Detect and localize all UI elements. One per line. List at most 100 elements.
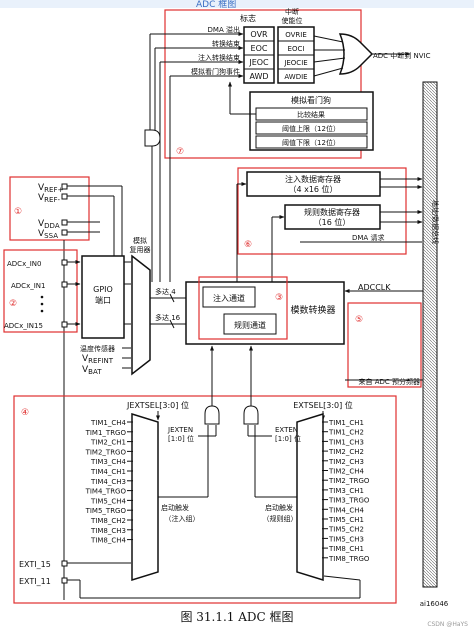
section-3-outline xyxy=(198,276,288,340)
exten-line1: EXTEN xyxy=(275,426,298,434)
injected-source-tim8-ch2: TIM8_CH2 xyxy=(90,517,126,525)
mux-line1: 模拟 xyxy=(133,236,147,245)
injected-source-tim1-ch4: TIM1_CH4 xyxy=(90,419,126,427)
adcclk-label: ADCCLK xyxy=(358,283,391,292)
regular-regs-line1: 规则数据寄存器 xyxy=(304,207,360,217)
extsel-label: EXTSEL[3:0] 位 xyxy=(293,400,353,410)
adc-interrupt-output: ADC 中断到 NVIC xyxy=(373,51,431,60)
regular-source-tim1-ch3: TIM1_CH3 xyxy=(328,438,364,446)
converter-title: 模数转换器 xyxy=(290,304,335,316)
input-in15: ADCx_IN15 xyxy=(4,322,43,330)
section-6-number: ⑥ xyxy=(244,240,252,250)
start-reg-line2: （规则组） xyxy=(263,514,298,523)
up-to-16: 多达 16 xyxy=(155,313,181,322)
up-to-4: 多达 4 xyxy=(155,287,176,296)
injected-source-tim8-ch3: TIM8_CH3 xyxy=(90,527,126,535)
watchdog-title: 模拟看门狗 xyxy=(291,95,331,105)
injected-channel-box xyxy=(202,286,256,308)
regular-source-tim2-ch2: TIM2_CH2 xyxy=(328,448,364,456)
flag-input-lines xyxy=(150,32,244,78)
input-lines xyxy=(67,260,81,326)
watchdog-high: 阈值上限（12位） xyxy=(282,124,340,133)
section-4-number: ④ xyxy=(21,408,29,418)
or-gate xyxy=(338,33,374,75)
section-7-number: ⑦ xyxy=(176,147,184,157)
jexten-line1: JEXTEN xyxy=(167,426,193,434)
section-6-outline xyxy=(237,167,407,255)
regular-data-register xyxy=(284,204,381,230)
regular-source-tim5-ch3: TIM5_CH3 xyxy=(328,535,364,543)
bus-label: 地址/数据总线 xyxy=(431,200,440,244)
internal-channel-lines xyxy=(122,347,131,369)
flag-input-eoc: 转换结束 xyxy=(212,39,240,48)
converter-up-lines xyxy=(149,34,171,282)
figure-id: ai16046 xyxy=(420,600,449,608)
regular-source-tim3-ch1: TIM3_CH1 xyxy=(328,487,364,495)
and-gate-regular xyxy=(243,405,259,425)
regular-regs-line2: （16 位） xyxy=(314,217,351,227)
flag-awd: AWD xyxy=(249,72,268,81)
and-gate-left xyxy=(144,129,161,147)
regular-source-tim2-ch4: TIM2_CH4 xyxy=(328,468,364,476)
figure-caption: 图 31.1.1 ADC 框图 xyxy=(180,610,294,624)
injected-regs-line1: 注入数据寄存器 xyxy=(285,174,341,184)
section-5-outline xyxy=(347,302,422,388)
ie-ovrie: OVRIE xyxy=(285,31,307,39)
gpio-line1: GPIO xyxy=(93,285,113,294)
injected-source-tim8-ch4: TIM8_CH4 xyxy=(90,537,126,545)
regular-source-tim5-ch2: TIM5_CH2 xyxy=(328,526,364,534)
flag-input-awd: 模拟看门狗事件 xyxy=(191,67,240,76)
injected-source-tim2-ch1: TIM2_CH1 xyxy=(90,439,126,447)
watchdog-low: 阈值下限（12位） xyxy=(282,138,340,147)
gpio-line2: 端口 xyxy=(95,295,111,305)
injected-source-tim4-ch3: TIM4_CH3 xyxy=(90,478,126,486)
exti15-label: EXTI_15 xyxy=(19,560,51,569)
jexten-line2: [1:0] 位 xyxy=(168,434,194,443)
exten-line2: [1:0] 位 xyxy=(275,434,301,443)
start-inj-line2: （注入组） xyxy=(165,514,200,523)
regular-source-tim1-ch1: TIM1_CH1 xyxy=(328,419,364,427)
ie-jeocie: JEOCIE xyxy=(283,59,307,67)
injected-regs-line2: （4 x16 位） xyxy=(288,184,337,194)
regular-source-tim3-trgo: TIM3_TRGO xyxy=(328,497,370,505)
regular-source-tim4-ch4: TIM4_CH4 xyxy=(328,506,364,514)
ie-title-line2: 使能位 xyxy=(282,16,303,25)
regular-source-tim8-ch1: TIM8_CH1 xyxy=(328,545,364,553)
temp-sensor: 温度传感器 xyxy=(80,344,115,353)
vdda-label: VDDA xyxy=(38,219,60,230)
flag-jeoc: JEOC xyxy=(248,58,269,67)
section-2-outline xyxy=(3,249,78,333)
vrefint-label: VREFINT xyxy=(82,354,114,365)
injected-source-tim5-ch4: TIM5_CH4 xyxy=(90,497,126,505)
flag-register xyxy=(243,26,275,84)
flag-eoc: EOC xyxy=(251,44,268,53)
injected-source-tim2-trgo: TIM2_TRGO xyxy=(85,448,127,456)
flag-ovr: OVR xyxy=(250,30,268,39)
exti-lines xyxy=(67,562,361,599)
injected-source-list: TIM1_CH4TIM1_TRGOTIM2_CH1TIM2_TRGOTIM3_C… xyxy=(85,419,133,545)
mux-line2: 复用器 xyxy=(130,245,151,254)
watchdog-high-row xyxy=(255,121,368,135)
clock-source: 来自 ADC 预分频器 xyxy=(358,377,420,386)
section-5-number: ⑤ xyxy=(355,315,363,325)
address-data-bus xyxy=(422,81,438,588)
analog-mux xyxy=(131,254,151,376)
converter-regular: 规则通道 xyxy=(234,320,266,330)
flag-input-dma-overrun: DMA 溢出 xyxy=(208,25,240,34)
input-in0: ADCx_IN0 xyxy=(7,260,41,268)
jextsel-label: JEXTSEL[3:0] 位 xyxy=(126,400,189,410)
start-inj-line1: 启动触发 xyxy=(161,503,189,512)
regular-source-tim5-ch1: TIM5_CH1 xyxy=(328,516,364,524)
section-2-number: ② xyxy=(9,299,17,309)
injected-source-tim4-ch1: TIM4_CH1 xyxy=(90,468,126,476)
injected-data-registers xyxy=(246,171,381,197)
section-1-outline xyxy=(9,176,90,241)
section-4-outline xyxy=(13,395,397,604)
vssa-label: VSSA xyxy=(38,229,58,240)
injected-source-tim5-trgo: TIM5_TRGO xyxy=(85,507,127,515)
register-bus-lines xyxy=(236,177,423,283)
start-reg-line1: 启动触发 xyxy=(265,503,293,512)
section-3-number: ③ xyxy=(275,293,283,303)
watchdog-low-row xyxy=(255,135,368,149)
watermark: CSDN @HaYS xyxy=(427,621,468,628)
